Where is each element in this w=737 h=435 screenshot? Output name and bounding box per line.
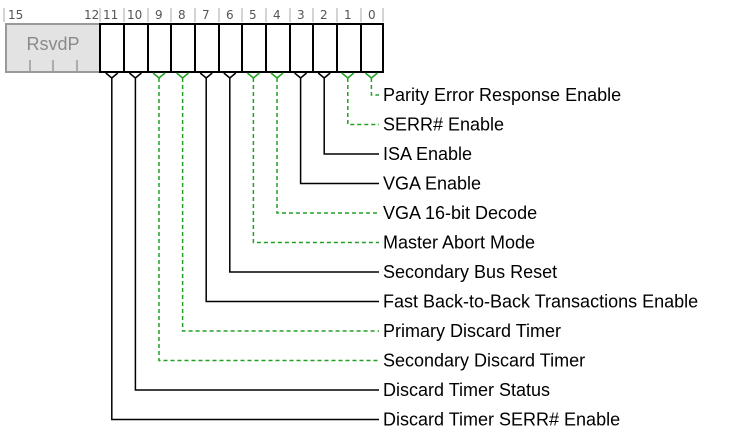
bit-9-field-label: Secondary Discard Timer <box>383 351 585 371</box>
reserved-field: RsvdP <box>5 23 101 73</box>
bit-11-field-label: Discard Timer SERR# Enable <box>383 410 620 430</box>
bit-9-chevron <box>152 72 166 79</box>
bit-6-chevron <box>223 72 237 79</box>
bit-number-8: 8 <box>178 8 186 22</box>
bit-cells <box>99 23 384 73</box>
bit-number-6: 6 <box>226 8 234 22</box>
bit-8-chevron <box>176 72 190 79</box>
bit-7-leader-line <box>205 78 379 303</box>
bit-10-chevron <box>128 72 142 79</box>
bit-11-leader-line <box>111 78 379 421</box>
bit-number-4: 4 <box>273 8 281 22</box>
bit-2-leader-line <box>323 78 379 155</box>
bit-number-3: 3 <box>297 8 305 22</box>
bit-number-12: 12 <box>84 8 99 22</box>
reserved-label: RsvdP <box>26 34 79 54</box>
bit-1-leader-line <box>347 78 379 126</box>
field-leaders <box>105 72 379 421</box>
bit-number-7: 7 <box>202 8 210 22</box>
bit-5-chevron <box>246 72 260 79</box>
bit-5-field-label: Master Abort Mode <box>383 233 535 253</box>
bit-1-field-label: SERR# Enable <box>383 115 504 135</box>
bit-7-field-label: Fast Back-to-Back Transactions Enable <box>383 292 698 312</box>
bit-6-leader-line <box>229 78 379 273</box>
bit-number-11: 11 <box>103 8 118 22</box>
bit-1-chevron <box>341 72 355 79</box>
bit-0-field-label: Parity Error Response Enable <box>383 85 621 105</box>
bit-3-chevron <box>294 72 308 79</box>
bit-3-leader-line <box>299 78 379 185</box>
bit-5-leader-line <box>252 78 379 244</box>
bit-8-field-label: Primary Discard Timer <box>383 321 561 341</box>
bit-3-field-label: VGA Enable <box>383 174 481 194</box>
bit-0-chevron <box>364 72 378 79</box>
bit-8-leader-line <box>181 78 379 332</box>
bit-10-field-label: Discard Timer Status <box>383 380 550 400</box>
bit-number-2: 2 <box>320 8 328 22</box>
bit-number-15: 15 <box>8 8 23 22</box>
bit-0-leader-line <box>370 78 379 96</box>
bit-9-leader-line <box>158 78 379 362</box>
bit-number-0: 0 <box>368 8 376 22</box>
bit-number-row: 15 12 11 10 9 8 7 6 5 4 3 2 1 0 <box>3 8 384 22</box>
bit-2-chevron <box>317 72 331 79</box>
bit-6-field-label: Secondary Bus Reset <box>383 262 557 282</box>
bit-4-leader-line <box>276 78 379 214</box>
bit-number-5: 5 <box>249 8 257 22</box>
bit-number-10: 10 <box>127 8 142 22</box>
bit-2-field-label: ISA Enable <box>383 144 472 164</box>
bit-7-chevron <box>199 72 213 79</box>
bit-4-chevron <box>270 72 284 79</box>
bit-number-1: 1 <box>344 8 352 22</box>
bit-4-field-label: VGA 16-bit Decode <box>383 203 537 223</box>
bit-11-chevron <box>105 72 119 79</box>
bit-number-9: 9 <box>155 8 163 22</box>
bit-10-leader-line <box>134 78 379 391</box>
